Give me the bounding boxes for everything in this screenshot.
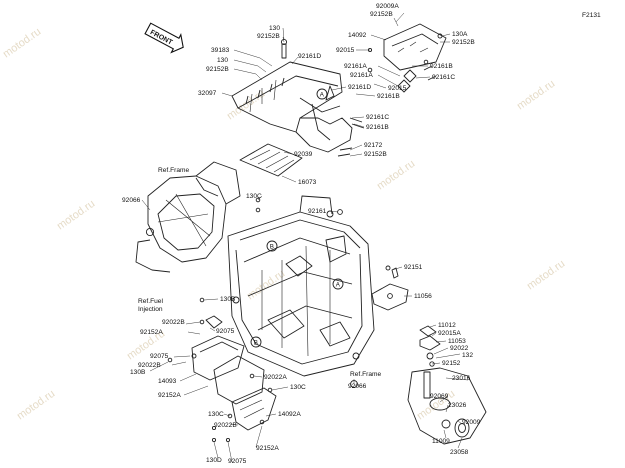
front-direction-marker: FRONT (144, 22, 184, 54)
part-label: 92161B (377, 93, 400, 100)
part-label: 130B (220, 296, 236, 303)
sensor-assembly (407, 325, 487, 445)
part-label: 92075 (150, 353, 169, 360)
part-label: 32097 (198, 90, 217, 97)
part-label: 132 (462, 352, 473, 359)
ref-frame-left: Ref.Frame (158, 167, 189, 174)
part-label: 92015 (388, 85, 407, 92)
callout-a-upper-label: A (320, 91, 325, 98)
part-label: 130C (208, 411, 224, 418)
leader-lines (141, 12, 469, 463)
callout-b-upper-label: B (270, 243, 274, 250)
part-label: 92161 (308, 208, 327, 215)
lower-left-guard (191, 315, 277, 431)
rack-fasteners (337, 47, 373, 157)
part-label: 92172 (364, 142, 383, 149)
part-label: 92152A (140, 329, 163, 336)
part-label: 92022 (450, 345, 469, 352)
part-label: 92161A (350, 72, 373, 79)
part-label: 130 (217, 57, 228, 64)
part-label: 92152B (257, 33, 280, 40)
part-label: 92152B (364, 151, 387, 158)
watermark-text: motod.ru (525, 258, 567, 293)
part-label: 11053 (448, 338, 466, 345)
part-label: 92161C (366, 114, 389, 121)
part-label: 92022A (264, 374, 287, 381)
ref-fuel-injection-line2: Injection (138, 306, 163, 313)
part-label: 92151 (404, 264, 423, 271)
part-label: 92161B (430, 63, 453, 70)
main-frame (135, 161, 375, 377)
watermark-text: motod.ru (55, 198, 97, 233)
watermark-text: motod.ru (245, 268, 287, 303)
bolts (167, 197, 391, 443)
part-label: 92152A (256, 445, 279, 452)
figure-code: F2131 (582, 12, 601, 19)
part-label: 92075 (228, 458, 247, 465)
part-label: 14092A (278, 411, 301, 418)
part-label: 92009 (462, 419, 481, 426)
part-label: 92022B (138, 362, 161, 369)
part-label: 92022B (214, 422, 237, 429)
part-label: 92066 (348, 383, 367, 390)
callout-b-lower (250, 336, 262, 348)
part-label: 11012 (438, 322, 456, 329)
part-label: 39183 (211, 47, 230, 54)
part-label: 130 (269, 25, 280, 32)
part-label: 92075 (216, 328, 235, 335)
part-label: 130A (452, 31, 468, 38)
ref-fuel-injection-line1: Ref.Fuel (138, 298, 163, 305)
watermark-text: motod.ru (375, 158, 417, 193)
part-label: 23026 (448, 402, 467, 409)
part-label: 130B (130, 369, 146, 376)
part-label: 130D (206, 457, 222, 464)
part-label: 92015A (438, 330, 461, 337)
part-label: 92152 (442, 360, 461, 367)
callout-a-lower-label: A (336, 281, 341, 288)
watermark-layer: motod.ru motod.ru motod.ru motod.ru moto… (1, 26, 567, 423)
part-label: 11009 (432, 438, 450, 445)
part-label: 92152B (452, 39, 475, 46)
right-rack-bracket (383, 23, 447, 93)
part-label: 23058 (450, 449, 469, 456)
part-number-labels: 130 92152B 39183 130 92152B 92161D 32097… (122, 3, 481, 465)
engine-mount-bracket (371, 267, 409, 311)
ref-frame-bottom: Ref.Frame (350, 371, 381, 378)
part-label: 92152B (370, 11, 393, 18)
skid-plate (239, 143, 303, 177)
callout-a-upper (316, 88, 328, 100)
part-label: 92069 (430, 393, 449, 400)
part-label: 130C (246, 193, 262, 200)
watermark-text: motod.ru (1, 26, 43, 61)
part-label: 11056 (414, 293, 432, 300)
part-label: 92161D (348, 84, 371, 91)
part-label: 92161C (432, 74, 455, 81)
part-label: 92161A (344, 63, 367, 70)
callout-b-upper (266, 240, 278, 252)
part-label: 130C (290, 384, 306, 391)
part-label: 92039 (294, 151, 313, 158)
part-label: 92066 (122, 197, 141, 204)
part-label: 92161D (298, 53, 321, 60)
part-label: 92015 (336, 47, 355, 54)
watermark-text: motod.ru (225, 88, 267, 123)
part-label: 14092 (348, 32, 367, 39)
callout-a-lower (332, 278, 344, 290)
callout-b-lower-label: B (254, 339, 258, 346)
part-label: 92152A (158, 392, 181, 399)
part-label: 23016 (452, 375, 471, 382)
rear-carrier-bracket (231, 38, 353, 153)
watermark-text: motod.ru (515, 78, 557, 113)
part-label: 92152B (206, 66, 229, 73)
part-label: 92161B (366, 124, 389, 131)
part-label: 92022B (162, 319, 185, 326)
part-label: 14093 (158, 378, 177, 385)
watermark-text: motod.ru (15, 388, 57, 423)
part-label: 92009A (376, 3, 399, 10)
part-label: 16073 (298, 179, 317, 186)
